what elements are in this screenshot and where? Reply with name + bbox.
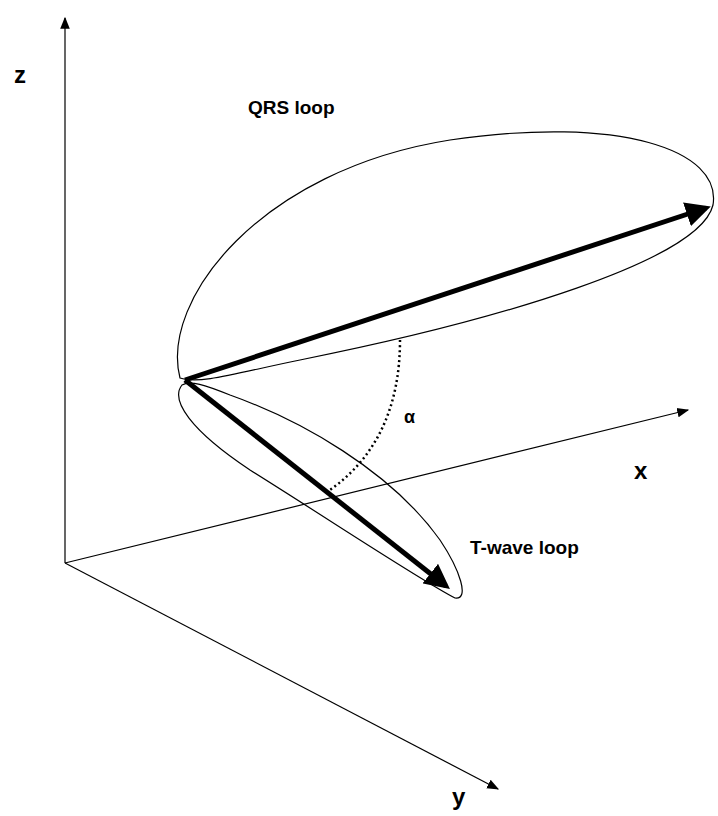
qrs-vector (185, 208, 706, 380)
y-axis (65, 563, 498, 789)
axis-label: z (14, 62, 26, 88)
t-wave-vector (185, 380, 446, 586)
x-axis (65, 410, 688, 563)
loop-label: T-wave loop (470, 538, 579, 559)
angle-label: α (404, 408, 415, 428)
axis-label: y (452, 784, 465, 810)
z-axis (64, 18, 65, 563)
qrs-loop-outline (177, 132, 713, 380)
angle-arc (330, 340, 400, 490)
axis-label: x (634, 458, 647, 484)
loop-label: QRS loop (248, 98, 335, 119)
